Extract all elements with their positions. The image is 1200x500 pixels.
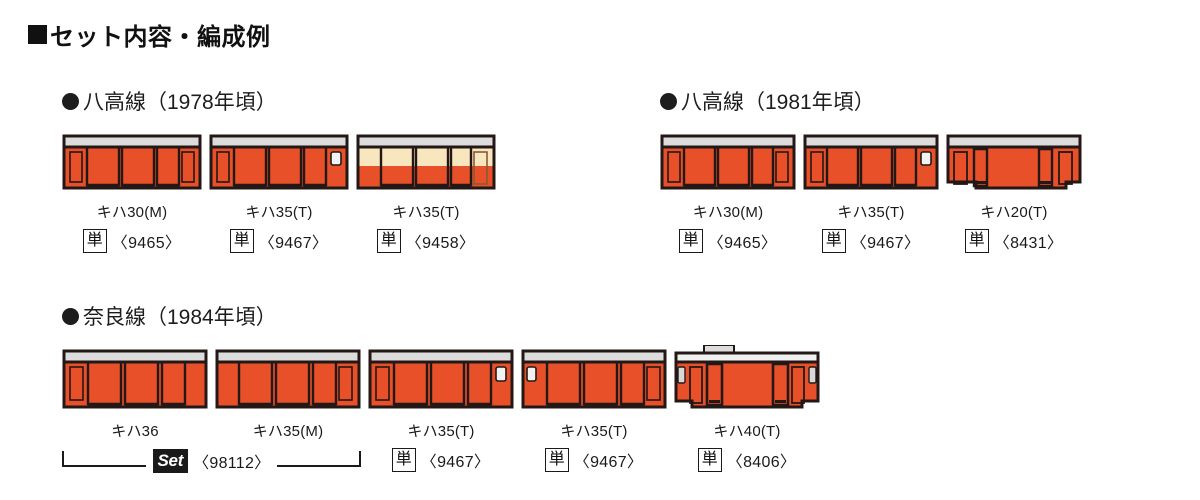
car-name: キハ35(T) (837, 204, 905, 221)
car-name: キハ40(T) (713, 423, 781, 440)
page-title: セット内容・編成例 (28, 17, 271, 52)
product-code: 〈8431〉 (993, 235, 1064, 252)
group-title-text: 奈良線（1984年頃） (83, 306, 277, 329)
car-name: キハ35(T) (245, 204, 313, 221)
formation-group-hachiko-1978: 八高線（1978年頃） キハ30(M) 単 (62, 86, 496, 253)
product-code: 〈9458〉 (405, 235, 476, 252)
single-car-badge: 単 (376, 229, 401, 253)
car-name: キハ35(T) (392, 204, 460, 221)
product-code: 〈9465〉 (111, 235, 182, 252)
car-item[interactable]: キハ20(T) 単 〈8431〉 (946, 130, 1082, 253)
car-code: 単 〈9458〉 (376, 229, 476, 253)
car-code: 単 〈9467〉 (821, 229, 921, 253)
car-code: 単 〈9467〉 (391, 448, 491, 472)
page-title-text: セット内容・編成例 (50, 24, 271, 51)
bullet-icon (660, 92, 677, 110)
car-item[interactable]: キハ36 (62, 345, 208, 441)
car-code: 単 〈9465〉 (82, 229, 182, 253)
bullet-icon (62, 307, 79, 325)
car-illustration-kiha35 (521, 345, 667, 411)
bullet-icon (62, 92, 79, 110)
group-title-hachiko-1978: 八高線（1978年頃） (62, 86, 496, 116)
car-code: 単 〈9467〉 (544, 448, 644, 472)
car-item[interactable]: キハ30(M) 単 〈9465〉 (62, 130, 202, 253)
car-item[interactable]: キハ40(T) 単 〈8406〉 (674, 345, 820, 472)
single-car-badge: 単 (82, 229, 107, 253)
product-code: 〈8406〉 (726, 454, 797, 471)
cars-row: キハ36 (62, 345, 820, 474)
car-item[interactable]: キハ35(T) 単 〈9467〉 (803, 130, 939, 253)
car-code: 単 〈8431〉 (964, 229, 1064, 253)
car-item[interactable]: キハ35(T) 単 〈9467〉 (209, 130, 349, 253)
car-item[interactable]: キハ35(T) 単 〈9467〉 (521, 345, 667, 472)
product-code: 〈9467〉 (850, 235, 921, 252)
car-illustration-kiha35 (209, 130, 349, 192)
car-illustration-kiha30 (660, 130, 796, 192)
title-square-marker-icon (28, 25, 47, 44)
set-group-98112: キハ36 (62, 345, 361, 474)
car-name: キハ35(T) (407, 423, 475, 440)
formation-group-hachiko-1981: 八高線（1981年頃） キハ30(M) 単 (660, 86, 1082, 253)
car-code: 単 〈9467〉 (229, 229, 329, 253)
car-item[interactable]: キハ35(M) (215, 345, 361, 441)
single-car-badge: 単 (821, 229, 846, 253)
bracket-tick-right (359, 451, 361, 467)
single-car-badge: 単 (697, 448, 722, 472)
car-code: 単 〈9465〉 (678, 229, 778, 253)
single-car-badge: 単 (229, 229, 254, 253)
single-car-badge: 単 (391, 448, 416, 472)
single-car-badge: 単 (964, 229, 989, 253)
product-code: 〈9467〉 (573, 454, 644, 471)
product-code: 〈9467〉 (258, 235, 329, 252)
product-code: 〈9465〉 (707, 235, 778, 252)
set-label-wrap: Set 〈98112〉 (145, 449, 278, 473)
set-bracket-98112: Set 〈98112〉 (62, 448, 361, 474)
car-illustration-kiha40 (674, 345, 820, 411)
formation-group-nara-1984: 奈良線（1984年頃） (62, 301, 820, 474)
bracket-tick-left (62, 451, 64, 467)
set-badge: Set (152, 449, 189, 473)
car-name: キハ35(T) (560, 423, 628, 440)
car-illustration-kiha35 (215, 345, 361, 411)
car-item[interactable]: キハ30(M) 単 〈9465〉 (660, 130, 796, 253)
single-car-badge: 単 (544, 448, 569, 472)
car-illustration-kiha35 (803, 130, 939, 192)
car-name: キハ30(M) (96, 204, 168, 221)
car-name: キハ30(M) (692, 204, 764, 221)
product-code: 〈9467〉 (420, 454, 491, 471)
group-title-text: 八高線（1981年頃） (681, 91, 875, 114)
car-illustration-kiha35 (368, 345, 514, 411)
cars-row: キハ30(M) 単 〈9465〉 (660, 130, 1082, 253)
cars-row: キハ30(M) 単 〈9465〉 (62, 130, 496, 253)
group-title-text: 八高線（1978年頃） (83, 91, 277, 114)
car-illustration-kiha36 (62, 345, 208, 411)
car-illustration-kiha20 (946, 130, 1082, 192)
set-product-code: 〈98112〉 (193, 455, 271, 472)
group-title-nara-1984: 奈良線（1984年頃） (62, 301, 820, 331)
car-item[interactable]: キハ35(T) 単 〈9467〉 (368, 345, 514, 472)
car-name: キハ20(T) (980, 204, 1048, 221)
car-illustration-kiha35-two-tone (356, 130, 496, 192)
group-title-hachiko-1981: 八高線（1981年頃） (660, 86, 1082, 116)
car-name: キハ35(M) (252, 423, 324, 440)
car-illustration-kiha30 (62, 130, 202, 192)
single-car-badge: 単 (678, 229, 703, 253)
car-code: 単 〈8406〉 (697, 448, 797, 472)
car-name: キハ36 (111, 423, 159, 440)
car-item[interactable]: キハ35(T) 単 〈9458〉 (356, 130, 496, 253)
